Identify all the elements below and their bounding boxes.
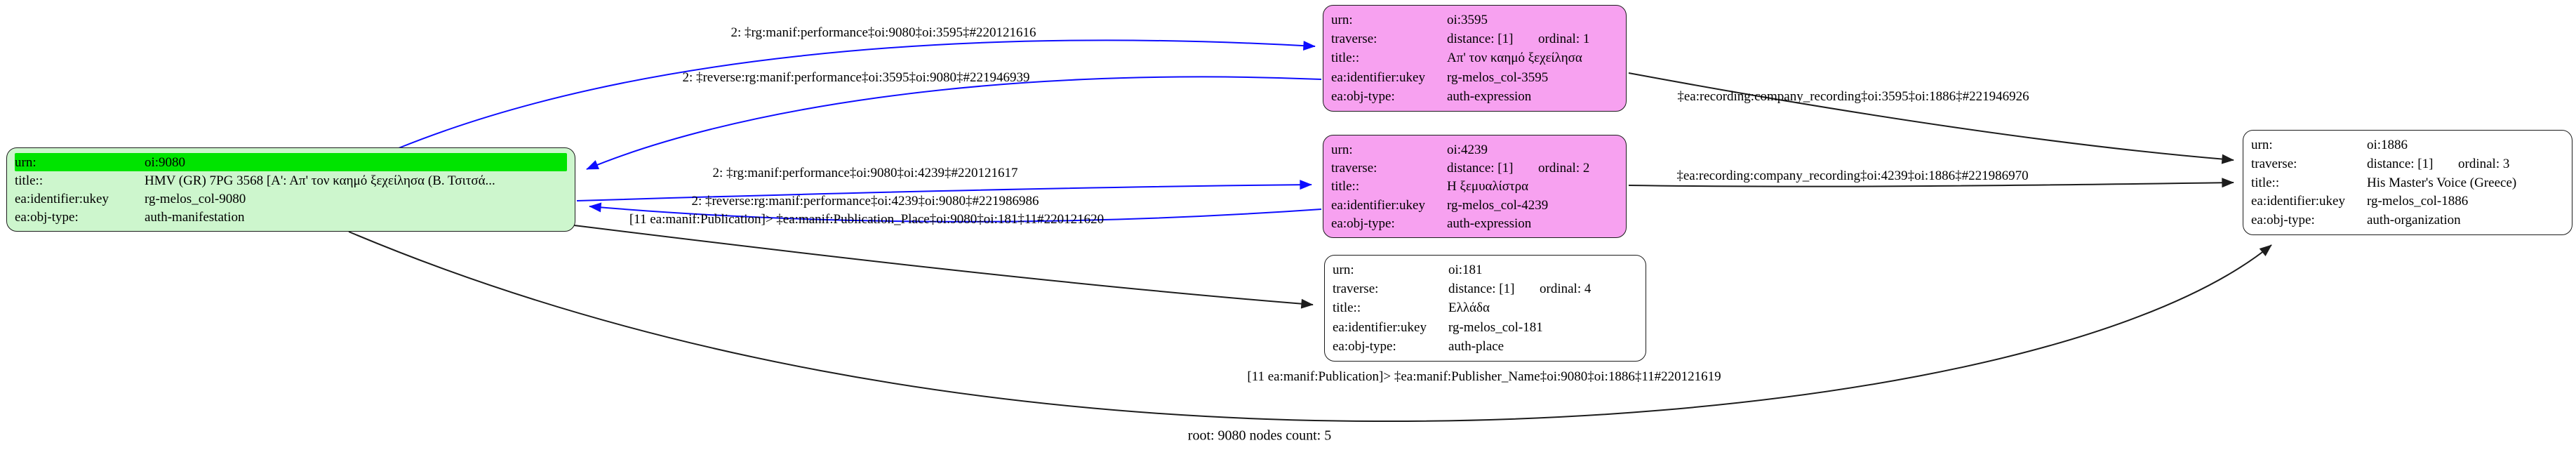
row-value: distance: [1]: [1448, 282, 1515, 297]
row-value: auth-expression: [1447, 216, 1532, 231]
row-key: ea:obj-type:: [1331, 216, 1395, 231]
row-value: oi:4239: [1447, 143, 1488, 157]
node-row-urn: urn: oi:9080: [15, 153, 567, 171]
edge-company-recording-3595-1886: [1628, 72, 2234, 164]
node-row-traverse: traverse: distance: [1] ordinal: 3: [2251, 154, 2564, 173]
row-key: traverse:: [1331, 32, 1377, 47]
row-value: rg-melos_col-1886: [2367, 194, 2469, 209]
row-key: urn:: [15, 155, 36, 170]
row-value: Απ' τον καημό ξεχείλησα: [1447, 51, 1582, 66]
node-row-identifier: ea:identifier:ukey rg-melos_col-4239: [1331, 196, 1618, 214]
node-row-title: title:: Η ξεμυαλίστρα: [1331, 177, 1618, 195]
edge-label-company-recording-3595: ‡ea:recording:company_recording‡oi:3595‡…: [1677, 89, 2029, 104]
node-oi-4239[interactable]: urn: oi:4239 traverse: distance: [1] ord…: [1323, 135, 1627, 238]
row-value: Η ξεμυαλίστρα: [1447, 179, 1529, 194]
row-value: oi:1886: [2367, 138, 2408, 152]
row-key: ea:identifier:ukey: [15, 192, 109, 206]
row-value: auth-organization: [2367, 213, 2461, 228]
row-key: ea:obj-type:: [1331, 88, 1395, 104]
row-key: ea:identifier:ukey: [1331, 197, 1425, 213]
row-key: urn:: [1331, 13, 1353, 28]
edge-publication-place-9080-181: [573, 225, 1314, 309]
row-value: rg-melos_col-4239: [1447, 197, 1549, 213]
row-value: oi:3595: [1447, 13, 1488, 28]
row-value: distance: [1]: [2367, 156, 2434, 171]
node-row-title: title:: His Master's Voice (Greece): [2251, 173, 2564, 192]
edge-publisher-name-9080-1886: [348, 231, 2272, 423]
row-value: auth-place: [1448, 338, 1504, 354]
node-oi-3595[interactable]: urn: oi:3595 traverse: distance: [1] ord…: [1323, 5, 1627, 112]
node-row-traverse: traverse: distance: [1] ordinal: 4: [1333, 279, 1638, 298]
row-key: ea:identifier:ukey: [1333, 319, 1427, 335]
row-key: title::: [2251, 175, 2280, 190]
edge-performance-9080-3595: [398, 39, 1316, 149]
row-value: His Master's Voice (Greece): [2367, 175, 2517, 190]
row-key: ea:obj-type:: [15, 210, 79, 225]
node-row-identifier: ea:identifier:ukey rg-melos_col-1886: [2251, 192, 2564, 211]
edge-label-performance-3595: 2: ‡rg:manif:performance‡oi:9080‡oi:3595…: [730, 25, 1036, 40]
node-row-identifier: ea:identifier:ukey rg-melos_col-3595: [1331, 68, 1618, 87]
row-key: traverse:: [1331, 161, 1377, 176]
edge-label-company-recording-4239: ‡ea:recording:company_recording‡oi:4239‡…: [1676, 168, 2029, 183]
node-row-urn: urn: oi:1886: [2251, 135, 2564, 154]
node-row-urn: urn: oi:4239: [1331, 140, 1618, 159]
row-value: auth-manifestation: [145, 210, 245, 225]
edge-label-performance-4239: 2: ‡rg:manif:performance‡oi:9080‡oi:4239…: [712, 166, 1018, 180]
row-key: ea:obj-type:: [2251, 213, 2315, 228]
row-key: traverse:: [1333, 282, 1379, 297]
node-row-title: title:: HMV (GR) 7PG 3568 [Α': Απ' τον κ…: [15, 171, 567, 190]
node-row-traverse: traverse: distance: [1] ordinal: 2: [1331, 159, 1618, 177]
edge-label-reverse-performance-3595: 2: ‡reverse:rg:manif:performance‡oi:3595…: [682, 70, 1030, 85]
row-value: rg-melos_col-9080: [145, 192, 246, 206]
row-value-2: ordinal: 1: [1538, 32, 1590, 47]
row-value-2: ordinal: 3: [2458, 156, 2510, 171]
node-row-urn: urn: oi:3595: [1331, 11, 1618, 29]
row-key: ea:obj-type:: [1333, 338, 1396, 354]
row-key: urn:: [2251, 138, 2273, 152]
row-key: traverse:: [2251, 156, 2297, 171]
row-value-2: ordinal: 2: [1538, 161, 1590, 176]
node-row-traverse: traverse: distance: [1] ordinal: 1: [1331, 29, 1618, 48]
edge-reverse-performance-3595-9080: [586, 76, 1322, 170]
node-row-identifier: ea:identifier:ukey rg-melos_col-181: [1333, 318, 1638, 337]
node-oi-1886[interactable]: urn: oi:1886 traverse: distance: [1] ord…: [2243, 130, 2572, 235]
row-key: ea:identifier:ukey: [1331, 70, 1425, 85]
edge-label-reverse-performance-4239: 2: ‡reverse:rg:manif:performance‡oi:4239…: [691, 194, 1039, 209]
edge-label-publisher-name: [11 ea:manif:Publication]> ‡ea:manif:Pub…: [1247, 369, 1721, 384]
row-value: oi:9080: [145, 155, 186, 170]
edge-company-recording-4239-1886: [1628, 178, 2234, 188]
node-row-objtype: ea:obj-type: auth-expression: [1331, 87, 1618, 106]
row-value: HMV (GR) 7PG 3568 [Α': Απ' τον καημό ξεχ…: [145, 173, 495, 188]
graph-root-label: root: 9080 nodes count: 5: [1187, 428, 1332, 444]
row-key: title::: [1331, 179, 1360, 194]
row-key: urn:: [1333, 263, 1354, 278]
node-row-objtype: ea:obj-type: auth-organization: [2251, 211, 2564, 230]
row-value: rg-melos_col-3595: [1447, 70, 1549, 85]
node-oi-9080[interactable]: urn: oi:9080 title:: HMV (GR) 7PG 3568 […: [6, 147, 575, 232]
row-value: Ελλάδα: [1448, 300, 1490, 316]
node-row-objtype: ea:obj-type: auth-expression: [1331, 214, 1618, 232]
row-key: title::: [15, 173, 44, 188]
node-row-objtype: ea:obj-type: auth-place: [1333, 337, 1638, 356]
node-row-urn: urn: oi:181: [1333, 260, 1638, 279]
edge-reverse-performance-4239-9080: [589, 202, 1322, 223]
row-value-2: ordinal: 4: [1540, 282, 1591, 297]
row-value: distance: [1]: [1447, 161, 1514, 176]
row-value: rg-melos_col-181: [1448, 319, 1543, 335]
row-key: ea:identifier:ukey: [2251, 194, 2345, 209]
row-key: title::: [1331, 51, 1360, 66]
row-value: auth-expression: [1447, 88, 1532, 104]
edge-performance-9080-4239: [576, 180, 1312, 201]
node-oi-181[interactable]: urn: oi:181 traverse: distance: [1] ordi…: [1324, 255, 1646, 362]
row-key: urn:: [1331, 143, 1353, 157]
node-row-objtype: ea:obj-type: auth-manifestation: [15, 208, 567, 226]
node-row-identifier: ea:identifier:ukey rg-melos_col-9080: [15, 190, 567, 208]
edge-label-publication-place: [11 ea:manif:Publication]> ‡ea:manif:Pub…: [629, 212, 1105, 227]
node-row-title: title:: Ελλάδα: [1333, 298, 1638, 317]
row-key: title::: [1333, 300, 1361, 316]
row-value: oi:181: [1448, 263, 1483, 278]
row-value: distance: [1]: [1447, 32, 1514, 47]
node-row-title: title:: Απ' τον καημό ξεχείλησα: [1331, 48, 1618, 67]
